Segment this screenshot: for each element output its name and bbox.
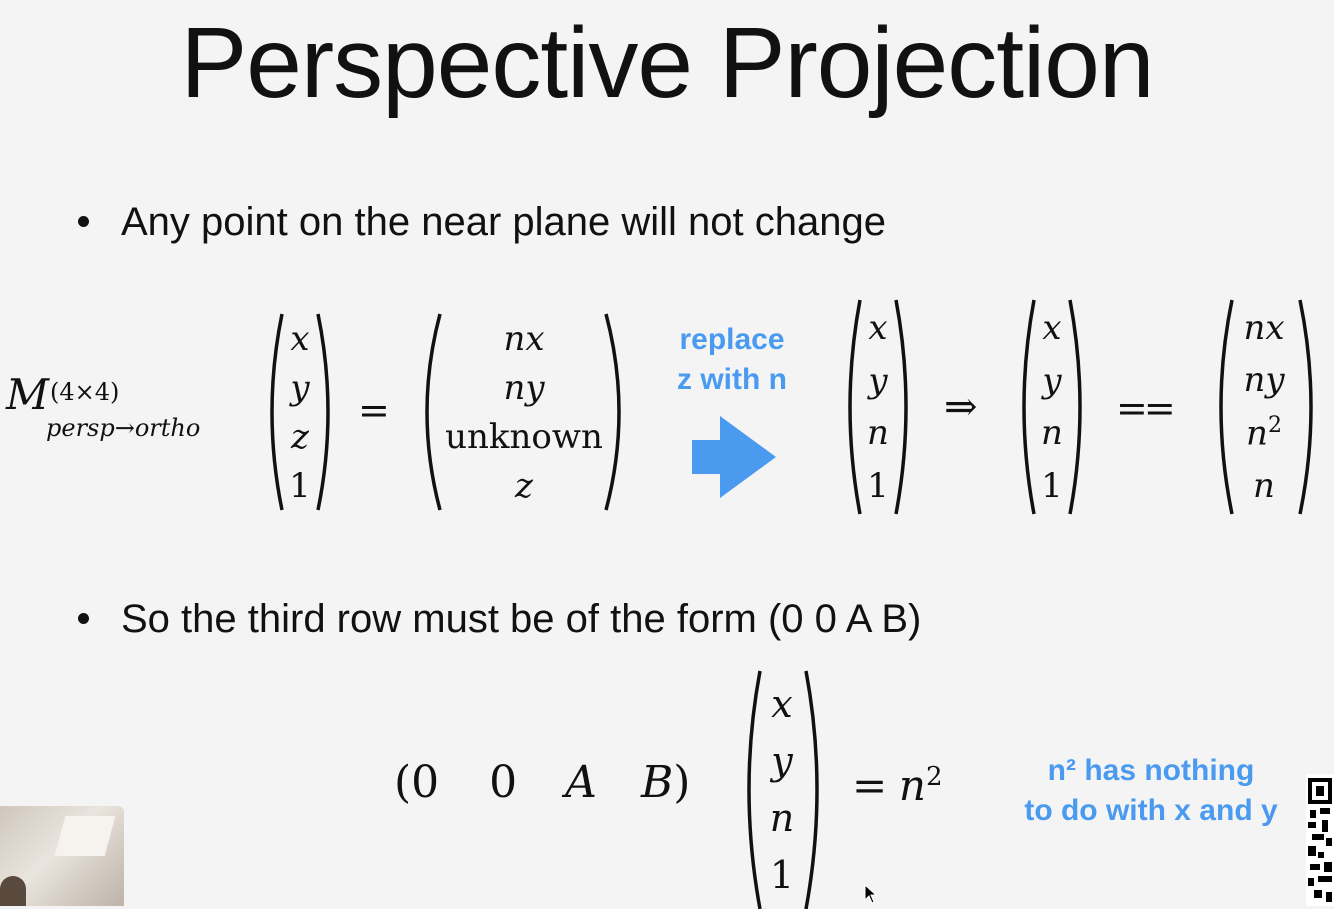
matrix-superscript: (4×4)	[50, 378, 120, 406]
bullet-dot	[78, 216, 89, 227]
right-paren	[804, 670, 819, 909]
point-vector: x y n 1	[1041, 308, 1063, 506]
left-paren	[1219, 299, 1234, 515]
left-paren	[270, 313, 284, 511]
left-paren	[1022, 299, 1036, 515]
substituted-vector: x y n 1	[867, 308, 889, 506]
equals-sign: =	[358, 388, 390, 432]
column-vector: x y n 1	[769, 681, 795, 897]
bullet-1-text: Any point on the near plane will not cha…	[121, 200, 886, 244]
slide-title: Perspective Projection	[180, 7, 1155, 119]
rhs: = n2	[852, 761, 943, 810]
input-vector: x y z 1	[289, 319, 311, 506]
annotation-line: z with n	[677, 363, 787, 396]
equation-1: M (4×4) persp→ortho x y z 1 = nx ny unkn…	[0, 290, 1334, 530]
note-line: to do with x and y	[1024, 794, 1278, 827]
note-line: n² has nothing	[1047, 754, 1255, 787]
result-vector: nx ny unknown z	[445, 319, 603, 506]
right-paren	[604, 313, 621, 511]
webcam-thumbnail	[0, 806, 124, 906]
qr-code-icon	[1306, 774, 1334, 906]
right-paren	[316, 313, 330, 511]
right-paren	[1068, 299, 1082, 515]
matrix-name: M	[6, 370, 50, 419]
right-paren	[894, 299, 908, 515]
implies-arrow: ⇒	[944, 384, 978, 430]
bullet-dot	[78, 613, 89, 624]
left-paren	[848, 299, 862, 515]
right-paren	[1298, 299, 1313, 515]
note-annotation: n² has nothing to do with x and y	[996, 751, 1306, 831]
double-equals: ==	[1116, 386, 1176, 430]
blue-right-arrow-icon	[692, 416, 776, 498]
bullet-2-text: So the third row must be of the form (0 …	[121, 597, 922, 641]
cursor-icon	[864, 884, 878, 904]
scaled-vector: nx ny n2 n	[1243, 308, 1285, 506]
exponent: 2	[1267, 413, 1282, 439]
replace-annotation: replace z with n	[652, 320, 812, 400]
left-paren	[425, 313, 442, 511]
annotation-line: replace	[679, 323, 785, 356]
matrix-subscript: persp→ortho	[46, 414, 201, 442]
left-paren	[747, 670, 762, 909]
